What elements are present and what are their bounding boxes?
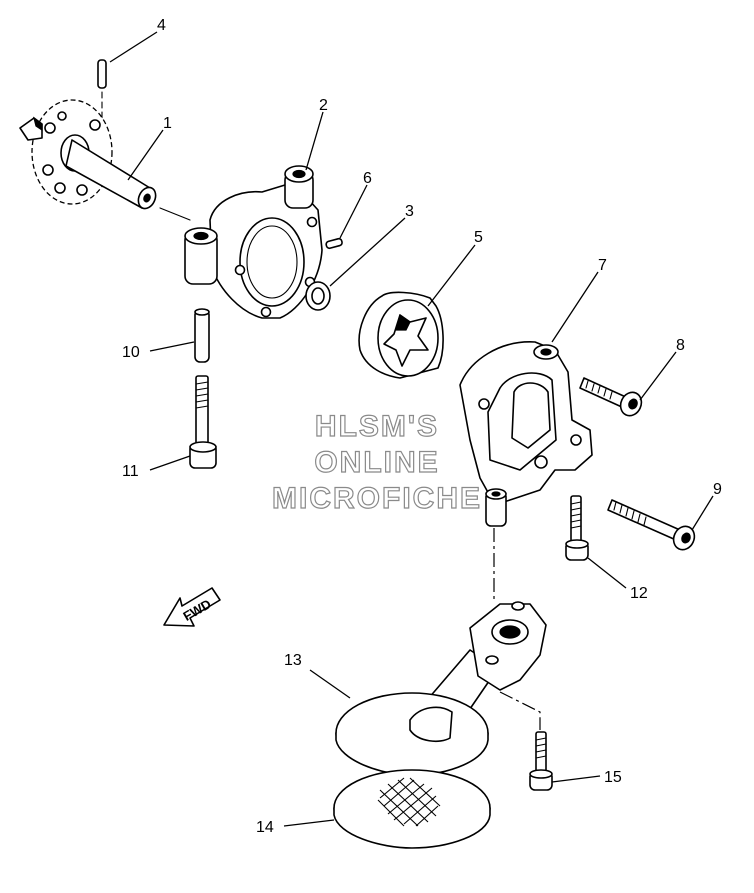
part-5-rotor [358,291,444,379]
label-part-3: 3 [405,203,414,220]
label-part-8: 8 [676,337,685,354]
part-14-screen [333,769,491,849]
label-part-1: 1 [163,115,172,132]
label-part-4: 4 [157,17,166,34]
fwd-direction-arrow: FWD [163,587,221,627]
part-12-bolt [565,495,589,561]
label-part-5: 5 [474,229,483,246]
label-part-14: 14 [256,819,274,836]
watermark-line-3: MICROFICHE [272,482,482,515]
label-part-12: 12 [630,585,648,602]
watermark: HLSM'S ONLINE MICROFICHE [271,409,482,515]
part-1-drive-shaft [19,99,191,221]
part-3-washer [305,281,331,311]
part-15-bolt [529,731,553,791]
watermark-line-1: HLSM'S [315,410,439,443]
label-part-13: 13 [284,652,302,669]
part-4-dowel-pin [97,59,107,139]
label-part-9: 9 [713,481,722,498]
label-part-6: 6 [363,170,372,187]
label-part-10: 10 [122,344,140,361]
part-10-dowel [194,308,210,363]
label-part-15: 15 [604,769,622,786]
leader-lines [109,31,714,827]
part-2-pump-housing [184,165,323,319]
part-labels: 4 1 2 6 3 5 7 8 9 10 11 12 13 14 15 [122,17,722,836]
label-part-7: 7 [598,257,607,274]
part-8-bolt [579,377,643,417]
part-7-pump-cover [459,341,593,527]
watermark-line-2: ONLINE [314,446,439,479]
part-11-bolt [189,375,217,469]
part-6-pin [325,237,343,250]
part-9-long-bolt [607,499,696,551]
label-part-2: 2 [319,97,328,114]
label-part-11: 11 [122,463,139,480]
part-13-oil-strainer [335,528,547,776]
